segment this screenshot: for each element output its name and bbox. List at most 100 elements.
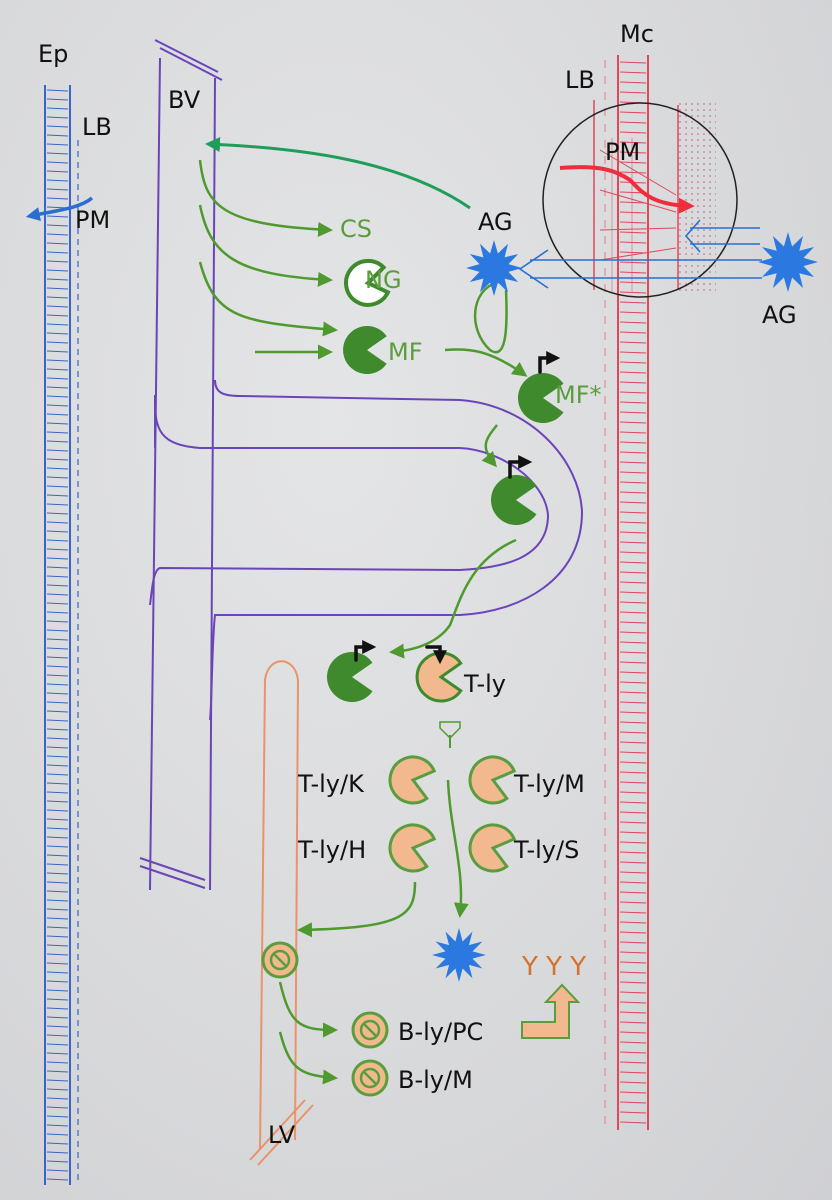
cell-tick <box>46 1061 69 1064</box>
cell-tick <box>46 1016 69 1019</box>
cell-tick <box>46 953 69 956</box>
cell-tick <box>619 421 647 424</box>
cell-tick <box>46 287 69 290</box>
cell-tick <box>619 341 647 344</box>
activated-macrophage-label: MF* <box>555 381 602 409</box>
cell-tick <box>46 890 69 893</box>
cell-tick <box>619 701 647 704</box>
antigen-star-right-icon <box>758 232 818 292</box>
cell-tick <box>46 692 69 695</box>
cell-tick <box>619 731 647 734</box>
cell-tick <box>619 851 647 854</box>
cell-tick <box>46 1079 69 1082</box>
cell-tick <box>619 931 647 934</box>
epithelium-label: Ep <box>38 40 68 68</box>
cell-tick <box>619 571 647 574</box>
cell-tick <box>619 311 647 314</box>
cell-tick <box>619 1011 647 1014</box>
cell-tick <box>46 944 69 947</box>
cell-tick <box>46 341 69 344</box>
cell-tick <box>619 161 647 164</box>
cell-tick <box>46 1025 69 1028</box>
cell-tick <box>46 836 69 839</box>
cell-tick <box>619 351 647 354</box>
t-memory-cell-icon <box>468 755 517 805</box>
cell-tick <box>619 911 647 914</box>
cell-tick <box>46 422 69 425</box>
cell-tick <box>619 1081 647 1084</box>
cell-tick <box>619 1041 647 1044</box>
blood-vessel-loop-inner <box>209 379 584 721</box>
cell-tick <box>46 728 69 731</box>
cell-tick <box>46 674 69 677</box>
left-pathogen-arrow <box>25 196 94 221</box>
cell-tick <box>46 161 69 164</box>
cell-tick <box>46 647 69 650</box>
macrophage-cell-icon <box>343 326 387 374</box>
cell-tick <box>46 431 69 434</box>
cell-tick <box>619 501 647 504</box>
cell-tick <box>619 171 647 174</box>
antibody-secretion-arrow <box>521 983 581 1039</box>
cell-tick <box>619 1121 647 1124</box>
cell-tick <box>46 899 69 902</box>
cell-tick <box>46 305 69 308</box>
cell-tick <box>619 401 647 404</box>
cell-tick <box>46 737 69 740</box>
cell-tick <box>46 269 69 272</box>
cell-tick <box>619 1001 647 1004</box>
t-suppressor-cell-icon <box>468 823 517 873</box>
cell-tick <box>46 962 69 965</box>
cell-tick <box>46 494 69 497</box>
magnified-view <box>542 100 738 298</box>
cell-tick <box>46 467 69 470</box>
cell-tick <box>619 281 647 284</box>
cell-tick <box>619 651 647 654</box>
cell-tick <box>619 871 647 874</box>
cell-tick <box>619 231 647 234</box>
cell-tick <box>46 503 69 506</box>
cell-tick <box>46 134 69 137</box>
cell-tick <box>619 1021 647 1024</box>
cell-tick <box>46 584 69 587</box>
t-lymphocyte-label: T-ly <box>463 670 506 698</box>
cell-tick <box>46 449 69 452</box>
cell-tick <box>46 1034 69 1037</box>
cell-tick <box>46 791 69 794</box>
cell-tick <box>619 361 647 364</box>
cell-tick <box>46 656 69 659</box>
b-plasma-cell-label: B-ly/PC <box>398 1018 483 1046</box>
cell-tick <box>619 771 647 774</box>
cell-tick <box>46 1007 69 1010</box>
cell-tick <box>619 981 647 984</box>
cell-tick <box>619 271 647 274</box>
cell-tick <box>46 665 69 668</box>
t-killer-label: T-ly/K <box>297 770 365 798</box>
cell-tick <box>619 531 647 534</box>
cell-tick <box>46 908 69 911</box>
cell-tick <box>619 971 647 974</box>
cell-tick <box>46 233 69 236</box>
cell-tick <box>46 170 69 173</box>
cell-tick <box>619 61 647 64</box>
cell-tick <box>619 591 647 594</box>
cell-tick <box>619 831 647 834</box>
cell-tick <box>46 602 69 605</box>
cell-tick <box>46 827 69 830</box>
differentiation-arrow <box>439 721 461 740</box>
cell-tick <box>46 215 69 218</box>
b-cell-precursor-icon <box>261 941 299 979</box>
cell-tick <box>619 991 647 994</box>
b-cell-plasma-icon <box>351 1011 389 1049</box>
cell-tick <box>619 151 647 154</box>
cell-tick <box>46 917 69 920</box>
cell-tick <box>46 1133 69 1136</box>
lymph-vessel-label: LV <box>268 1121 296 1149</box>
cell-tick <box>619 891 647 894</box>
cell-tick <box>46 773 69 776</box>
cell-tick <box>619 961 647 964</box>
t-killer-cell-icon <box>388 755 437 805</box>
cell-tick <box>46 251 69 254</box>
cell-tick <box>619 221 647 224</box>
